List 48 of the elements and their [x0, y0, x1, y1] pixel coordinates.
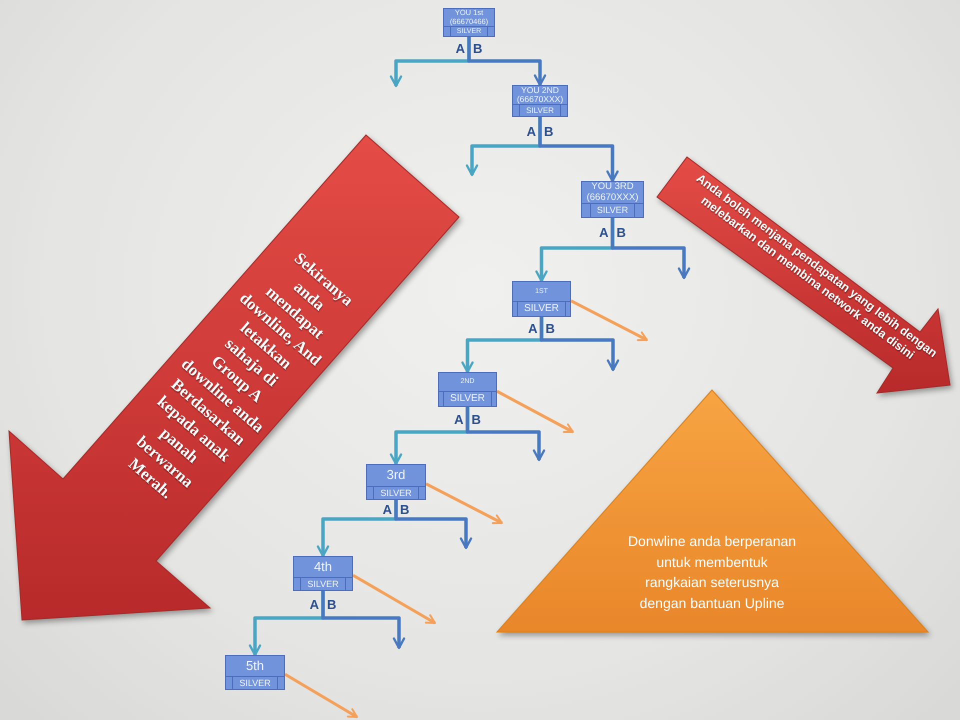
branch-label: B	[546, 322, 555, 336]
branch-label: B	[616, 226, 626, 240]
branch-arrow	[610, 218, 690, 280]
branch-label: B	[472, 412, 481, 426]
pointer-arrow	[570, 299, 648, 342]
pointer-arrow	[352, 574, 436, 624]
rank-label: SILVER	[517, 302, 566, 316]
member-label: 3rd	[386, 468, 406, 483]
rank-label: SILVER	[300, 578, 346, 590]
member-label: YOU 2ND (66670XXX)	[516, 86, 564, 104]
member-label: 5th	[246, 658, 264, 674]
branch-label: A	[454, 412, 464, 426]
member-box	[293, 556, 353, 591]
branch-label: B	[327, 598, 336, 612]
branch-label: A	[310, 598, 319, 612]
branch-label: A	[528, 322, 538, 336]
member-box	[512, 85, 568, 117]
branch-arrow	[540, 317, 620, 372]
branch-label: B	[473, 42, 482, 56]
branch-label: A	[456, 42, 465, 56]
triangle-text: Donwline anda berperanan untuk membentuk rangkaian seterusnya dengan bantuan Upline	[626, 532, 798, 613]
branch-arrow	[466, 407, 546, 462]
branch-label: A	[599, 226, 608, 240]
member-box	[366, 464, 426, 500]
pointer-arrow	[425, 482, 503, 524]
branch-arrow	[321, 591, 406, 650]
member-box	[225, 655, 285, 690]
branch-label: A	[526, 124, 536, 138]
branch-label: A	[382, 502, 392, 516]
branch-arrow	[467, 37, 546, 86]
member-box	[512, 281, 571, 317]
branch-arrow	[394, 500, 472, 550]
branch-label: B	[400, 502, 410, 516]
member-label: 4th	[314, 560, 332, 574]
member-box	[443, 8, 495, 37]
triangle-shape	[495, 388, 931, 635]
rank-label: SILVER	[443, 392, 492, 406]
branch-label: B	[544, 124, 554, 138]
pointer-arrow	[284, 672, 358, 718]
pointer-arrow	[496, 390, 574, 434]
rank-label: SILVER	[590, 204, 636, 217]
branch-arrow	[538, 117, 619, 182]
rank-label: SILVER	[232, 677, 278, 689]
member-box	[438, 372, 497, 407]
rank-label: SILVER	[373, 487, 419, 499]
member-label: YOU 3RD (66670XXX)	[586, 182, 640, 203]
rank-label: SILVER	[519, 105, 561, 116]
member-box	[581, 181, 644, 218]
